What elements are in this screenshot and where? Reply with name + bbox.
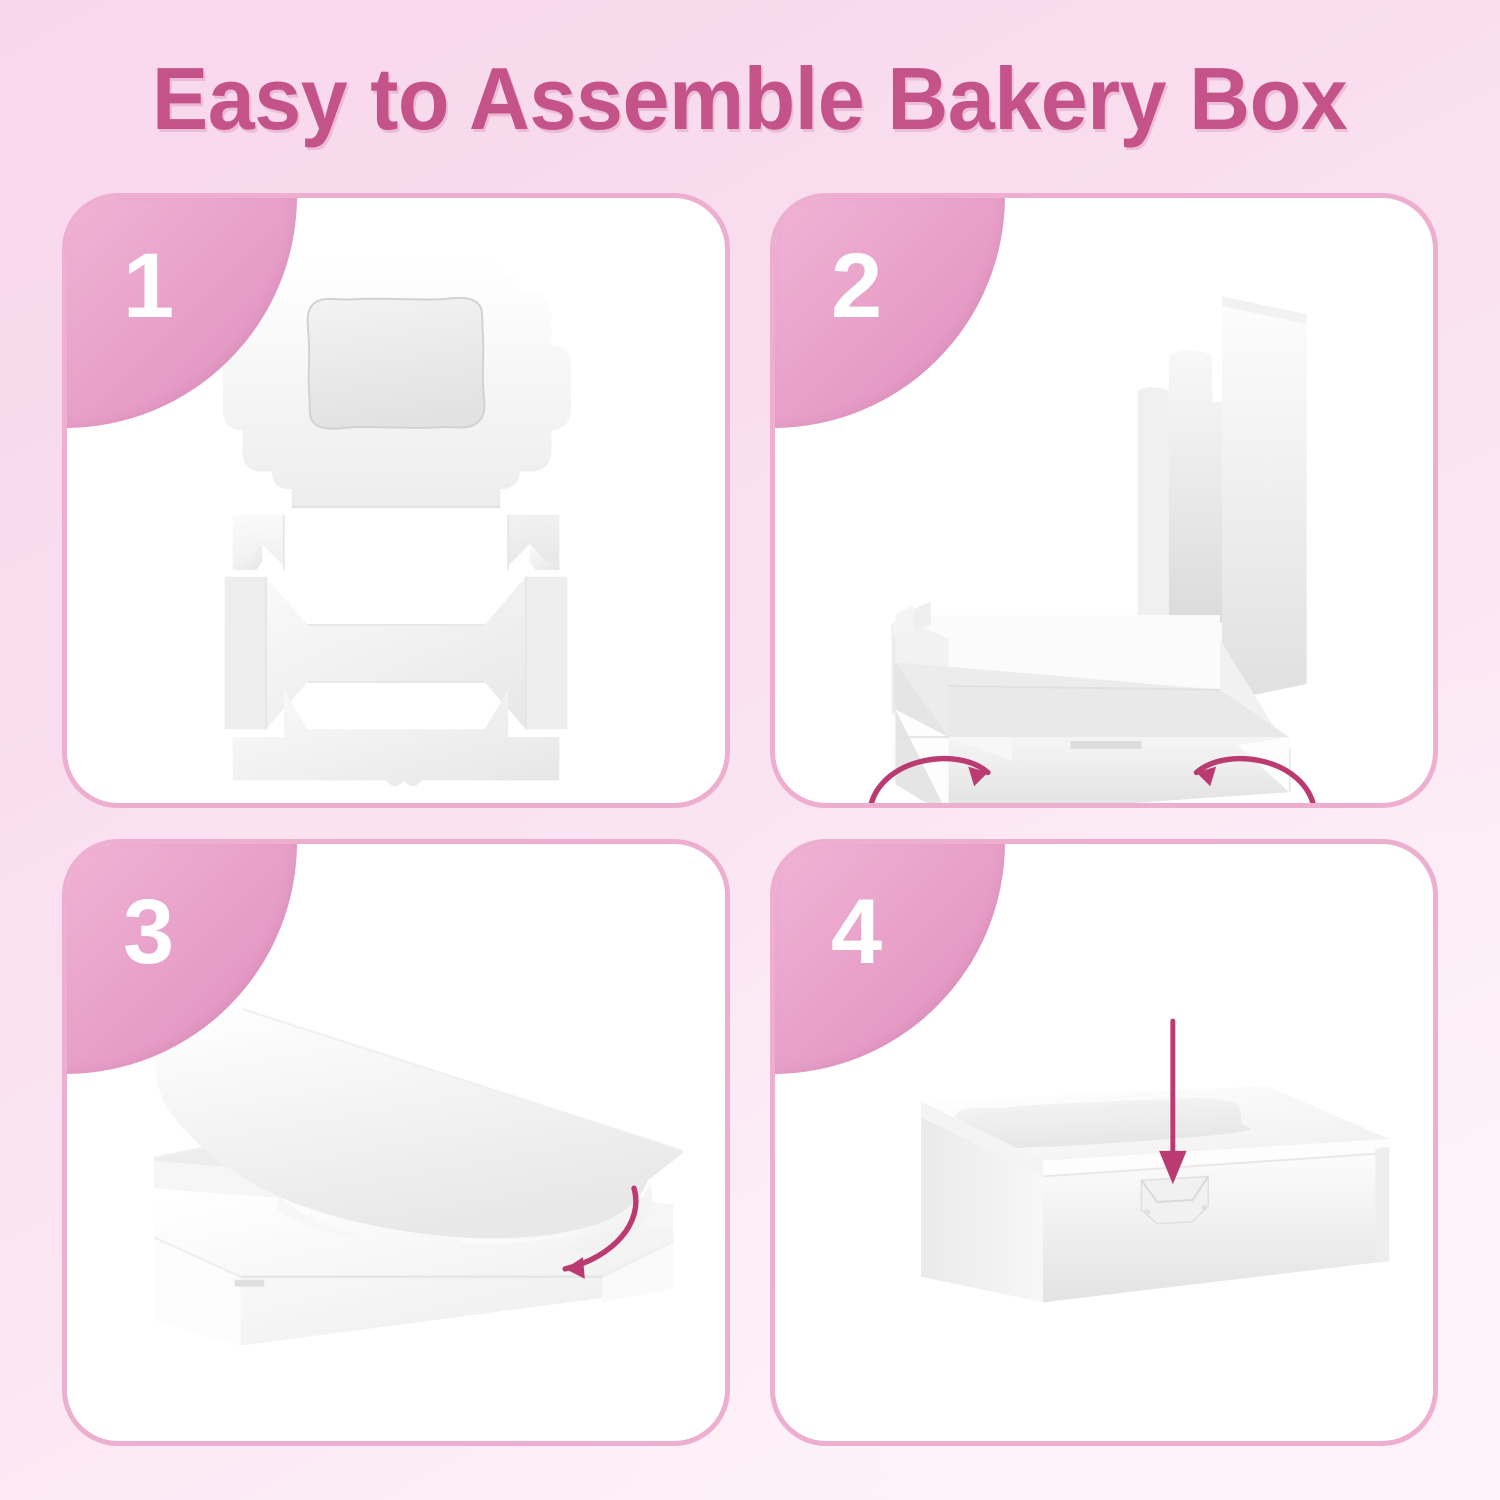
step-badge-2: 2 bbox=[775, 198, 1005, 428]
step-card-2: 2 bbox=[770, 193, 1438, 808]
step-number-2: 2 bbox=[831, 235, 883, 337]
page-title-container: Easy to Assemble Bakery Box bbox=[0, 54, 1500, 144]
step-1-illustration bbox=[67, 198, 725, 803]
step-badge-4: 4 bbox=[775, 844, 1005, 1074]
step-2-illustration bbox=[775, 198, 1433, 803]
step-4-illustration bbox=[775, 844, 1433, 1441]
step-badge-1: 1 bbox=[67, 198, 297, 428]
step-number-4: 4 bbox=[831, 881, 883, 983]
page-title: Easy to Assemble Bakery Box bbox=[152, 49, 1348, 148]
step-card-4: 4 bbox=[770, 839, 1438, 1446]
step-3-illustration bbox=[67, 844, 725, 1441]
step-number-3: 3 bbox=[123, 881, 175, 983]
step-card-3: 3 bbox=[62, 839, 730, 1446]
assembly-steps-grid: 1 bbox=[62, 193, 1438, 1446]
step-number-1: 1 bbox=[123, 235, 175, 337]
step-card-1: 1 bbox=[62, 193, 730, 808]
